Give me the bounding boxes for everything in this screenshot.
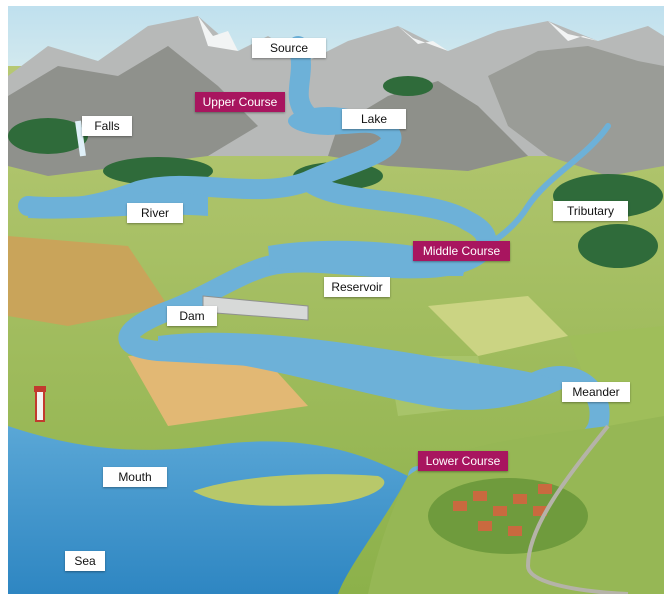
label-dam: Dam	[167, 306, 217, 326]
island	[193, 474, 385, 506]
town-houses	[453, 484, 552, 536]
right-mountains	[488, 46, 664, 176]
town-area	[428, 478, 588, 554]
label-river: River	[127, 203, 183, 223]
label-lower-course: Lower Course	[418, 451, 508, 471]
waterfall	[75, 120, 86, 157]
label-lake: Lake	[342, 109, 406, 129]
label-reservoir: Reservoir	[324, 277, 390, 297]
label-source: Source	[252, 38, 326, 58]
label-middle-course: Middle Course	[413, 241, 510, 261]
label-upper-course: Upper Course	[195, 92, 285, 112]
river-landscape-illustration: Source Upper Course Falls Lake River Tri…	[8, 6, 664, 594]
landscape-art	[8, 6, 664, 594]
label-sea: Sea	[65, 551, 105, 571]
road	[525, 424, 629, 594]
label-falls: Falls	[82, 116, 132, 136]
lighthouse	[35, 390, 45, 422]
label-mouth: Mouth	[103, 467, 167, 487]
label-meander: Meander	[562, 382, 630, 402]
river-wide	[158, 332, 568, 410]
label-tributary: Tributary	[553, 201, 628, 221]
